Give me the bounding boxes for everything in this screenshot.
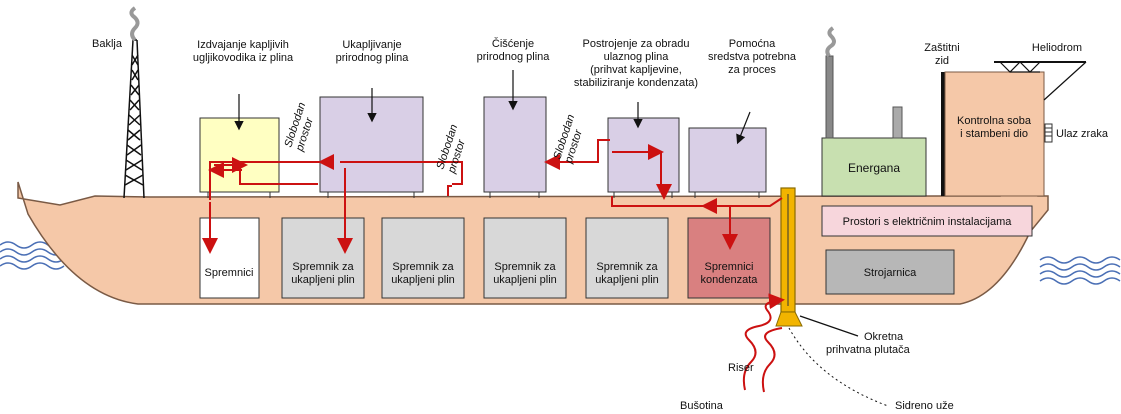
label-wall-line1: Zaštitni [924,42,959,54]
label-condensate-line2: kondenzata [701,274,759,286]
label-turret-line1: Okretna [864,331,904,343]
lng-tank-2 [381,217,465,299]
label-cleaning-line2: prirodnog plina [477,51,551,63]
utilities-unit [688,127,767,193]
label-wellhead: Bušotina [680,400,724,412]
storage-tank [199,217,260,299]
lng-tank-3 [483,217,567,299]
label-lng-tank-3-line2: ukapljeni plin [493,274,557,286]
label-electrical-rooms: Prostori s električnim instalacijama [843,216,1013,228]
label-flare: Baklja [92,38,123,50]
label-liquefaction-line2: prirodnog plina [336,52,410,64]
label-riser: Riser [728,362,754,374]
turret-buoy [775,311,803,327]
stack-smoke-icon [825,26,836,58]
annotation-arrows [234,70,859,337]
riser-line [742,293,785,391]
label-lng-tank-2-line1: Spremnik za [392,261,454,273]
label-inlet-line4: stabiliziranje kondenzata) [574,77,698,89]
label-lng-tank-4-line1: Spremnik za [596,261,658,273]
helideck [994,61,1087,101]
label-utilities-line1: Pomoćna [729,38,776,50]
label-mooring: Sidreno uže [895,400,954,412]
power-plant-stack-short [892,106,903,139]
label-condensate-line1: Spremnici [705,261,754,273]
label-power-plant: Energana [848,161,900,175]
label-liquefaction-line1: Ukapljivanje [342,39,401,51]
label-inlet-line2: ulaznog plina [604,51,670,63]
label-inlet-line1: Postrojenje za obradu [582,38,689,50]
inlet-processing-unit [607,117,680,193]
flare-tower [123,39,145,199]
label-helideck: Heliodrom [1032,42,1082,54]
label-wall-line2: zid [935,55,949,67]
control-room-quarters [944,71,1045,197]
protective-wall [941,72,945,196]
air-intake-icon [1044,123,1053,143]
label-lng-tank-3-line1: Spremnik za [494,261,556,273]
flare-smoke-icon [129,6,140,42]
machine-room [825,249,955,295]
label-control-room-line1: Kontrolna soba [957,115,1032,127]
free-space-label-1: Slobodan prostor [282,101,316,154]
power-plant-stack-tall [825,55,834,139]
water-waves-right [1039,256,1121,285]
power-plant [821,137,927,197]
label-lng-tank-1-line2: ukapljeni plin [291,274,355,286]
electrical-rooms [821,205,1033,237]
label-lng-tank-1-line1: Spremnik za [292,261,354,273]
label-turret-line2: prihvatna plutača [826,344,911,356]
label-lng-tank-2-line2: ukapljeni plin [391,274,455,286]
label-inlet-line3: (prihvat kapljevine, [590,64,682,76]
label-separation-line1: Izdvajanje kapljivih [197,39,289,51]
lng-tank-4 [585,217,669,299]
label-utilities-line3: za proces [728,64,776,76]
free-space-label-3: Slobodan prostor [551,113,585,166]
label-utilities-line2: sredstva potrebna [708,51,797,63]
mooring-line [788,327,889,407]
lng-tank-1 [281,217,365,299]
label-storage-tank: Spremnici [205,267,254,279]
label-lng-tank-4-line2: ukapljeni plin [595,274,659,286]
label-separation-line2: ugljikovodika iz plina [193,52,294,64]
process-pipes [202,139,783,254]
cleaning-unit [483,96,547,193]
label-cleaning-line1: Čišćenje [492,37,534,50]
label-control-room-line2: i stambeni dio [960,128,1028,140]
label-machine-room: Strojarnica [864,267,917,279]
free-space-label-2: Slobodan prostor [434,123,468,176]
label-air-intake: Ulaz zraka [1056,128,1109,140]
riser-line-2 [761,327,783,393]
